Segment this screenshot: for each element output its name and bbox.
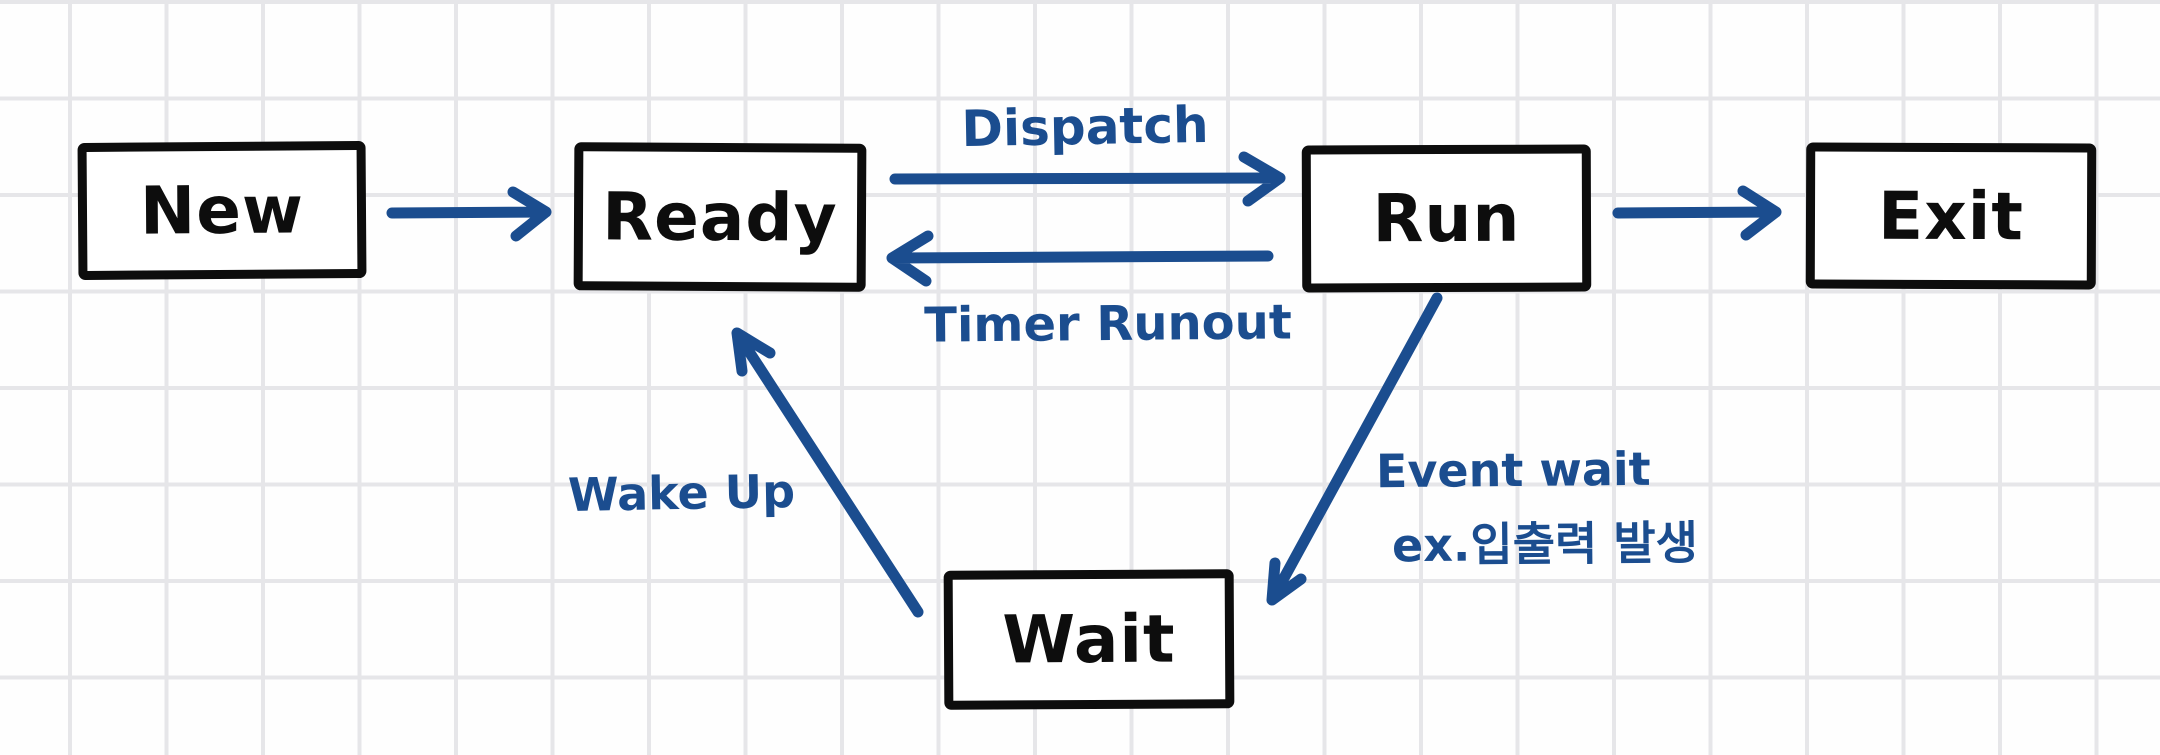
- state-label-exit: Exit: [1877, 177, 2025, 255]
- transition-label-dispatch: Dispatch: [960, 95, 1210, 159]
- arrow-run-to-exit: [1612, 185, 1782, 241]
- state-box-run: Run: [1301, 144, 1592, 293]
- arrow-dispatch: [889, 151, 1286, 207]
- transition-label-timer-runout: Timer Runout: [923, 294, 1293, 354]
- state-label-ready: Ready: [602, 177, 838, 257]
- state-label-wait: Wait: [1002, 600, 1176, 679]
- transition-label-event-wait: Event wait: [1375, 441, 1651, 499]
- arrow-wait-to-ready: [731, 327, 924, 618]
- arrow-run-to-wait: [1266, 292, 1443, 606]
- arrow-timer-runout: [886, 230, 1274, 287]
- arrow-new-to-ready: [386, 186, 552, 242]
- transition-label-wake-up: Wake Up: [567, 463, 796, 522]
- state-box-exit: Exit: [1805, 142, 2097, 290]
- state-box-new: New: [77, 140, 367, 281]
- transition-label-event-wait-example: ex.입출력 발생: [1391, 515, 1699, 573]
- state-label-run: Run: [1372, 179, 1521, 258]
- state-box-wait: Wait: [943, 569, 1235, 710]
- state-box-ready: Ready: [573, 142, 867, 292]
- state-label-new: New: [139, 171, 305, 250]
